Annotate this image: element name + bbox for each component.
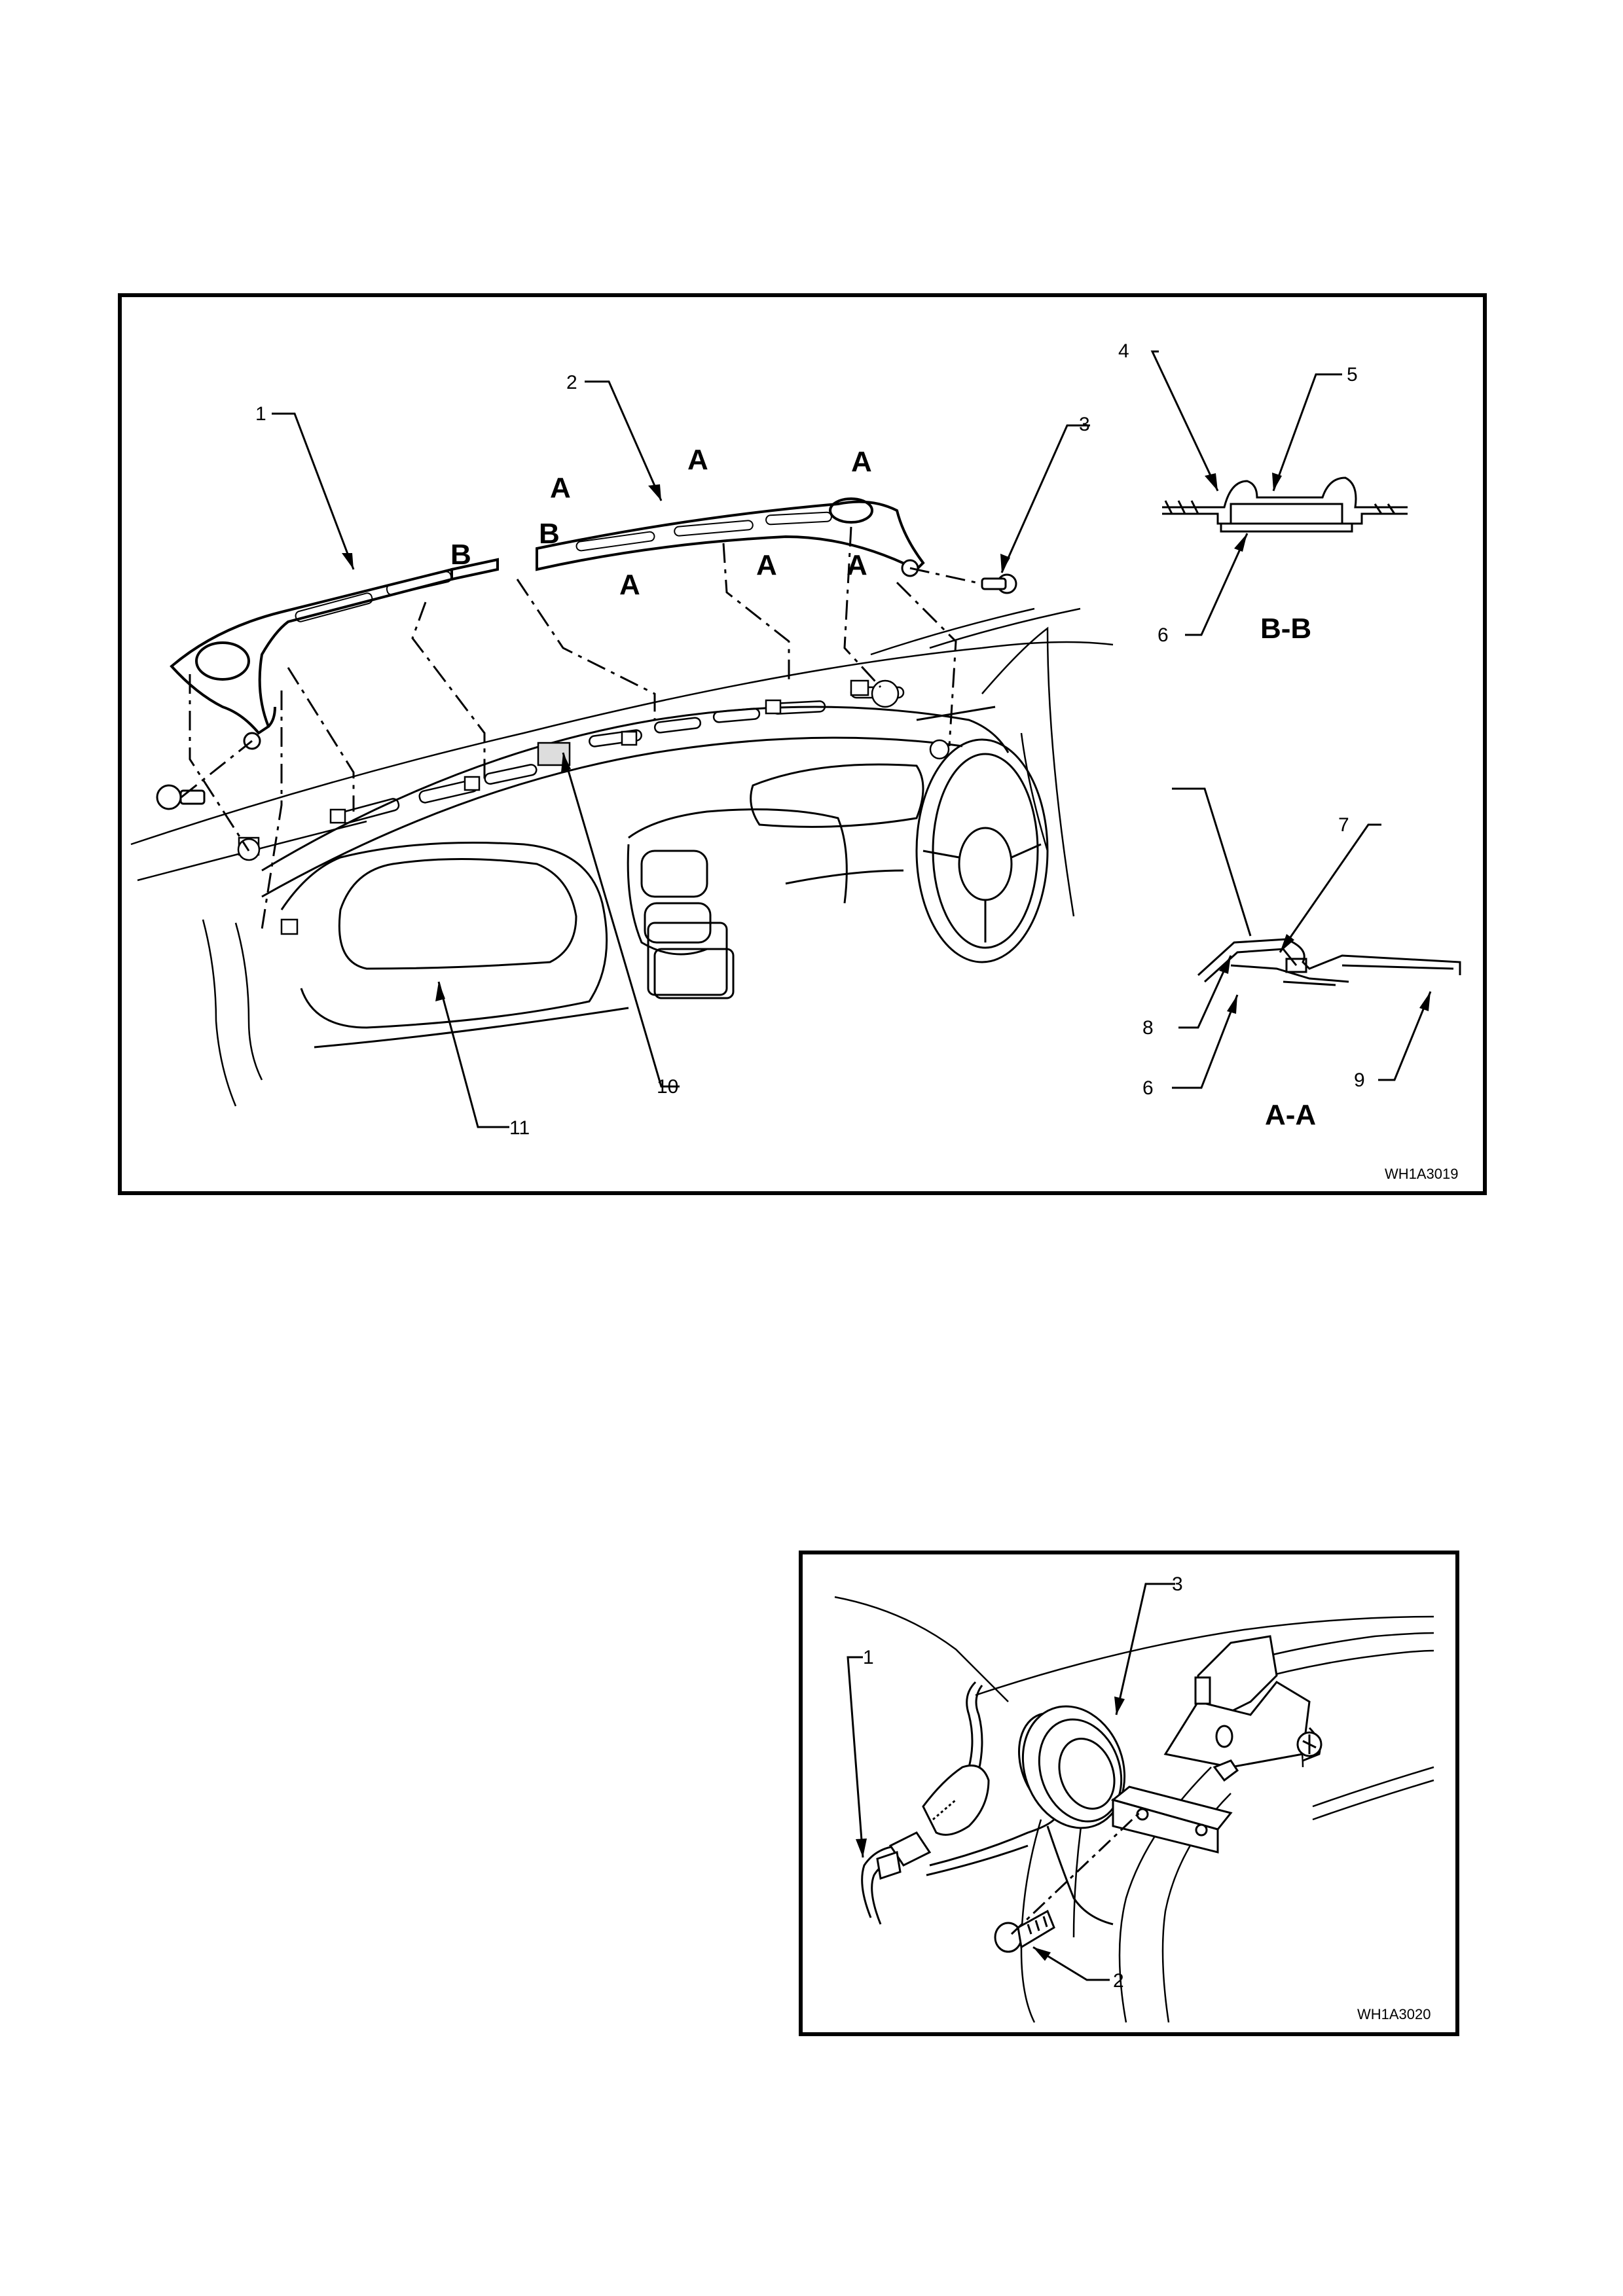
figure-code: WH1A3019 (1385, 1166, 1459, 1182)
section-title-a-a: A-A (1265, 1099, 1316, 1131)
callout-11: 11 (509, 1117, 530, 1139)
screw (995, 1911, 1054, 1952)
callout-5: 5 (1347, 364, 1358, 386)
mounting-bracket (1165, 1636, 1321, 1780)
callout-2: 2 (566, 372, 577, 393)
connector (877, 1766, 989, 1879)
callout-4: 4 (1118, 340, 1129, 362)
steering-wheel (917, 740, 1048, 962)
callout-8: 8 (1142, 1017, 1154, 1039)
section-b-b-drawing (1162, 478, 1408, 531)
section-title-b-b: B-B (1260, 613, 1311, 645)
callout-1: 1 (255, 403, 266, 425)
speaker-bar (1113, 1787, 1231, 1852)
callout-3: 3 (1172, 1573, 1183, 1595)
callout-6-aa: 6 (1142, 1077, 1154, 1099)
marker-b: B (539, 518, 560, 550)
dash-clips (238, 681, 949, 934)
figure-2-leaders (848, 1584, 1175, 1980)
marker-a: A (550, 472, 571, 504)
callout-3: 3 (1079, 414, 1090, 435)
marker-a: A (756, 549, 777, 581)
vehicle-body-outline (131, 609, 1113, 1106)
marker-a: A (851, 446, 872, 478)
callout-10: 10 (657, 1076, 678, 1098)
callout-6-bb: 6 (1158, 624, 1169, 646)
screw-left (157, 785, 204, 809)
callout-9: 9 (1354, 1069, 1365, 1091)
section-a-a-drawing (1198, 939, 1460, 985)
callout-7: 7 (1338, 814, 1349, 836)
marker-a: A (847, 549, 867, 581)
figure-1-callouts: 1 2 3 4 5 6 7 8 6 9 10 11 (255, 340, 1365, 1139)
marker-a: A (687, 444, 708, 476)
alignment-lines (181, 527, 982, 929)
figure-speaker-install: 1 2 3 WH1A3020 (801, 1552, 1457, 2034)
screw-right (982, 575, 1016, 593)
callout-2: 2 (1113, 1970, 1124, 1992)
marker-a: A (619, 569, 640, 601)
callout-1: 1 (863, 1647, 874, 1668)
figure-code: WH1A3020 (1357, 2006, 1431, 2022)
marker-b: B (450, 539, 471, 571)
figure-dashboard-trim: 1 2 3 4 5 6 7 8 6 9 10 11 A A A A A A B … (120, 295, 1485, 1193)
trim-panel-vents (295, 512, 831, 622)
figure-1-frame (120, 295, 1485, 1193)
